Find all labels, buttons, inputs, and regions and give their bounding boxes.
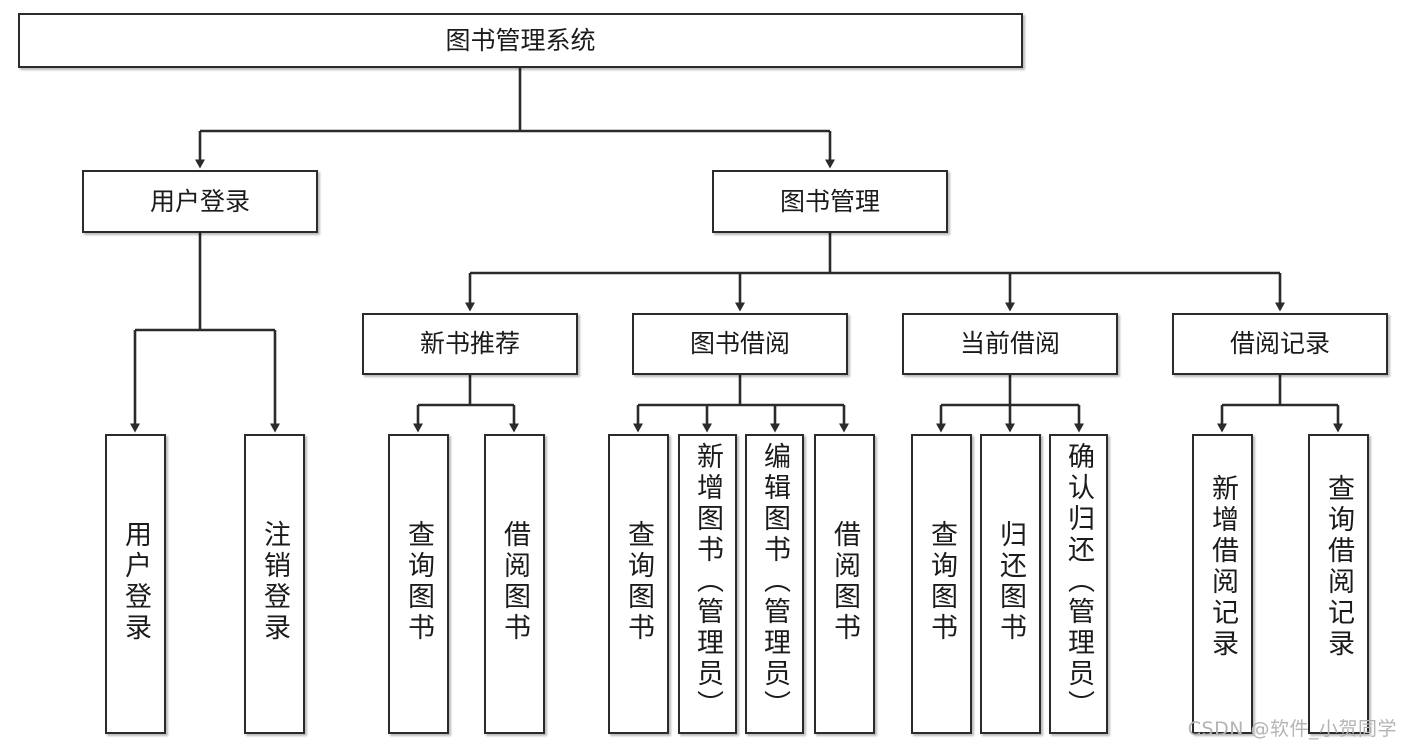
node-leaf-query-book-new[interactable]: 查询图书 [388,434,449,734]
node-current-borrow[interactable]: 当前借阅 [902,313,1118,375]
node-label: 借阅图书 [499,520,530,644]
node-label: 图书管理系统 [445,25,596,55]
node-label: 编辑图书（管理员） [759,442,790,721]
watermark-csdn: CSDN @软件_小贺同学 [1187,718,1397,740]
node-label: 用户登录 [120,520,151,644]
node-leaf-borrow-book[interactable]: 借阅图书 [814,434,875,734]
node-leaf-query-book-borrow[interactable]: 查询图书 [608,434,669,734]
node-label: 借阅图书 [829,520,860,644]
node-leaf-query-borrow-record[interactable]: 查询借阅记录 [1308,434,1369,734]
node-label: 查询借阅记录 [1323,474,1354,660]
node-leaf-logout-login[interactable]: 注销登录 [244,434,305,734]
node-leaf-add-borrow-record[interactable]: 新增借阅记录 [1192,434,1253,734]
node-label: 借阅记录 [1229,329,1330,358]
node-leaf-edit-book-admin[interactable]: 编辑图书（管理员） [745,434,804,734]
node-leaf-user-login[interactable]: 用户登录 [105,434,166,734]
node-label: 当前借阅 [959,329,1060,358]
node-label: 用户登录 [149,186,250,216]
node-label: 查询图书 [403,520,434,644]
node-label: 查询图书 [926,520,957,644]
node-leaf-query-book-current[interactable]: 查询图书 [911,434,972,734]
node-root-book-management-system[interactable]: 图书管理系统 [18,13,1023,68]
node-leaf-return-book[interactable]: 归还图书 [980,434,1041,734]
node-borrow-record[interactable]: 借阅记录 [1172,313,1388,375]
node-book-borrow[interactable]: 图书借阅 [632,313,848,375]
node-label: 图书管理 [779,186,880,216]
node-leaf-add-book-admin[interactable]: 新增图书（管理员） [678,434,737,734]
node-label: 新增借阅记录 [1207,474,1238,660]
node-label: 查询图书 [623,520,654,644]
node-leaf-borrow-book-new[interactable]: 借阅图书 [484,434,545,734]
node-label: 图书借阅 [689,329,790,358]
node-label: 归还图书 [995,520,1026,644]
node-label: 新书推荐 [419,329,520,358]
node-label: 确认归还（管理员） [1063,442,1094,721]
node-label: 新增图书（管理员） [692,442,723,721]
node-label: 注销登录 [259,520,290,644]
node-leaf-confirm-return-admin[interactable]: 确认归还（管理员） [1049,434,1108,734]
node-book-manage[interactable]: 图书管理 [712,170,948,233]
node-user-login[interactable]: 用户登录 [82,170,318,233]
node-new-book-recommend[interactable]: 新书推荐 [362,313,578,375]
